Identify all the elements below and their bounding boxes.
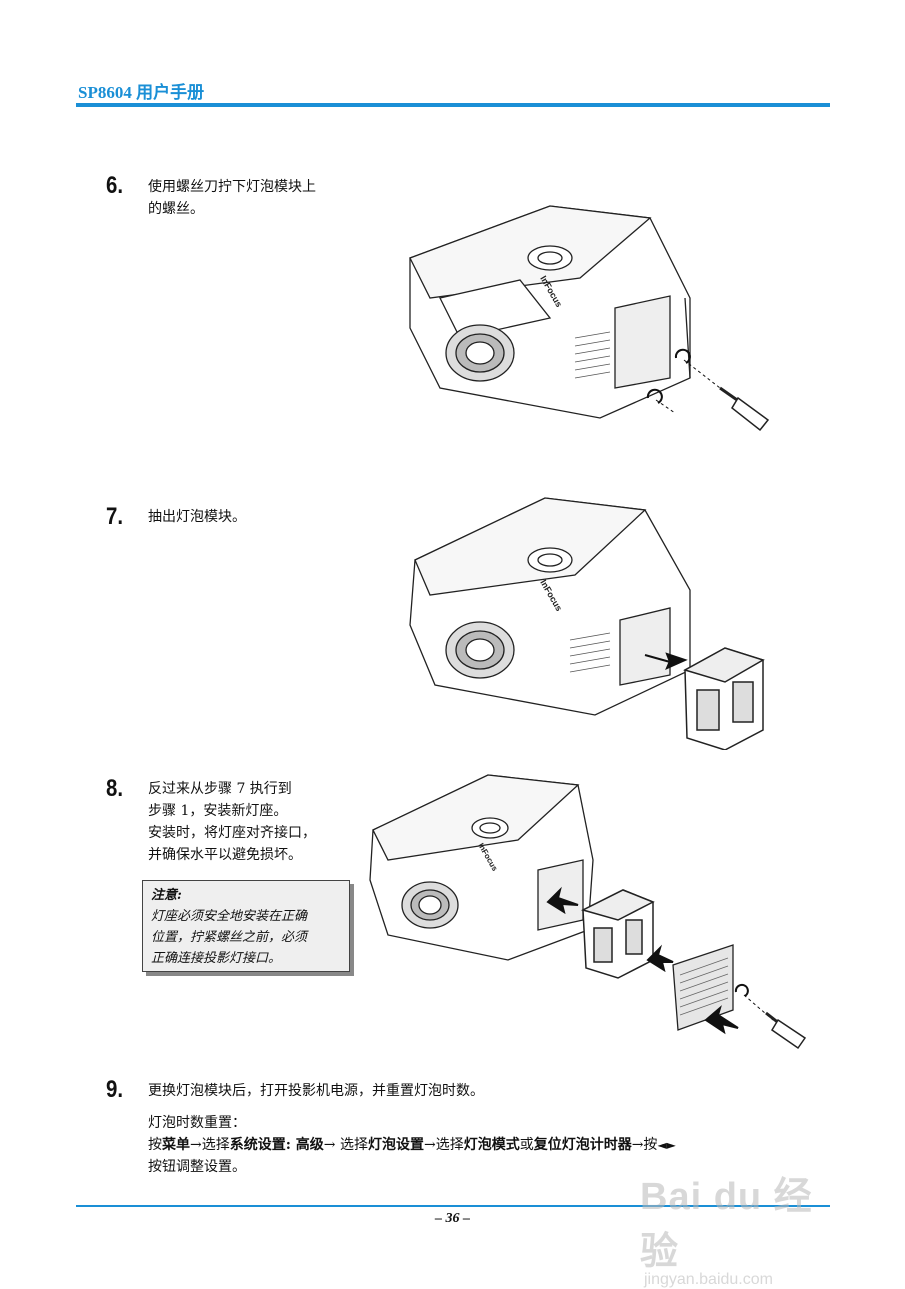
watermark-logo: Bai du 经验 <box>640 1176 813 1273</box>
step-9-line-4: 按钮调整设置。 <box>148 1159 246 1175</box>
watermark-url: jingyan.baidu.com <box>644 1271 773 1288</box>
figure-remove-screws: InFocus <box>409 205 770 432</box>
note-box: 注意: 灯座必须安全地安装在正确 位置，拧紧螺丝之前，必须 正确连接投影灯接口。 <box>142 880 350 972</box>
step-9-line-1: 更换灯泡模块后，打开投影机电源，并重置灯泡时数。 <box>148 1083 484 1099</box>
lamp-settings-label: 灯泡设置 <box>367 1137 424 1153</box>
step-9-text-press: 按 <box>148 1137 162 1153</box>
arrow-icon <box>546 886 579 915</box>
step-9-line-2: 灯泡时数重置： <box>148 1115 246 1131</box>
screwdriver-icon <box>765 1011 807 1050</box>
lamp-module-icon <box>580 889 655 979</box>
step-7-number: 7. <box>106 503 124 530</box>
screwdriver-icon <box>719 386 770 432</box>
step-9-text-or: 或 <box>519 1137 534 1153</box>
step-9-text-press-2: →按 <box>631 1137 658 1153</box>
note-line-3: 正确连接投影灯接口。 <box>151 951 282 966</box>
figure-pull-out-lamp: InFocus <box>409 497 765 750</box>
arrow-icon <box>704 1005 739 1035</box>
step-8-line-1: 反过来从步骤 7 执行到 <box>148 781 292 797</box>
lamp-module-icon <box>683 647 765 750</box>
note-title: 注意: <box>151 888 182 903</box>
step-9-text-select-2: → 选择 <box>323 1137 368 1153</box>
baidu-watermark: Bai du 经验 jingyan.baidu.com <box>640 1165 840 1288</box>
manual-title: SP8604 用户手册 <box>78 83 205 102</box>
lamp-cover-icon <box>672 944 734 1031</box>
step-9-text-select-1: →选择 <box>190 1137 230 1153</box>
step-7-text: 抽出灯泡模块。 <box>148 506 246 528</box>
note-line-1: 灯座必须安全地安装在正确 <box>151 909 308 924</box>
step-6-number: 6. <box>106 172 124 199</box>
step-9-text-select-3: →选择 <box>423 1137 464 1153</box>
step-8-line-2: 步骤 1，安装新灯座。 <box>148 803 288 819</box>
note-line-2: 位置，拧紧螺丝之前，必须 <box>151 930 308 945</box>
step-6-text: 使用螺丝刀拧下灯泡模块上 的螺丝。 <box>148 176 316 220</box>
step-8-text: 反过来从步骤 7 执行到 步骤 1，安装新灯座。 安装时，将灯座对齐接口， 并确… <box>148 778 316 866</box>
footer-rule <box>76 1205 830 1207</box>
step-8-number: 8. <box>106 775 124 802</box>
step-6-line-1: 使用螺丝刀拧下灯泡模块上 <box>148 179 316 195</box>
header-rule <box>76 103 830 107</box>
step-9-line-3: 按菜单→选择系统设置: 高级→ 选择灯泡设置→选择灯泡模式或复位灯泡计时器→按◄… <box>148 1134 676 1156</box>
step-7-line-1: 抽出灯泡模块。 <box>148 509 246 525</box>
menu-label: 菜单 <box>162 1137 190 1153</box>
figure-install-lamp: InFocus <box>369 774 807 1050</box>
step-8-line-4: 并确保水平以避免损坏。 <box>148 847 302 863</box>
step-6-line-2: 的螺丝。 <box>148 201 204 217</box>
step-8-line-3: 安装时，将灯座对齐接口， <box>148 825 316 841</box>
reset-lamp-timer-label: 复位灯泡计时器 <box>533 1137 632 1153</box>
system-settings-label: 系统设置: 高级 <box>229 1137 324 1153</box>
step-9-text: 更换灯泡模块后，打开投影机电源，并重置灯泡时数。 灯泡时数重置： 按菜单→选择系… <box>148 1080 676 1178</box>
arrow-icon <box>644 652 688 670</box>
lamp-mode-label: 灯泡模式 <box>463 1137 520 1153</box>
screw-icon <box>734 983 749 997</box>
step-9-number: 9. <box>106 1076 124 1103</box>
left-right-arrow-icon: ◄► <box>657 1138 676 1152</box>
arrow-icon <box>646 944 674 973</box>
page-number: – 36 – <box>435 1211 470 1226</box>
